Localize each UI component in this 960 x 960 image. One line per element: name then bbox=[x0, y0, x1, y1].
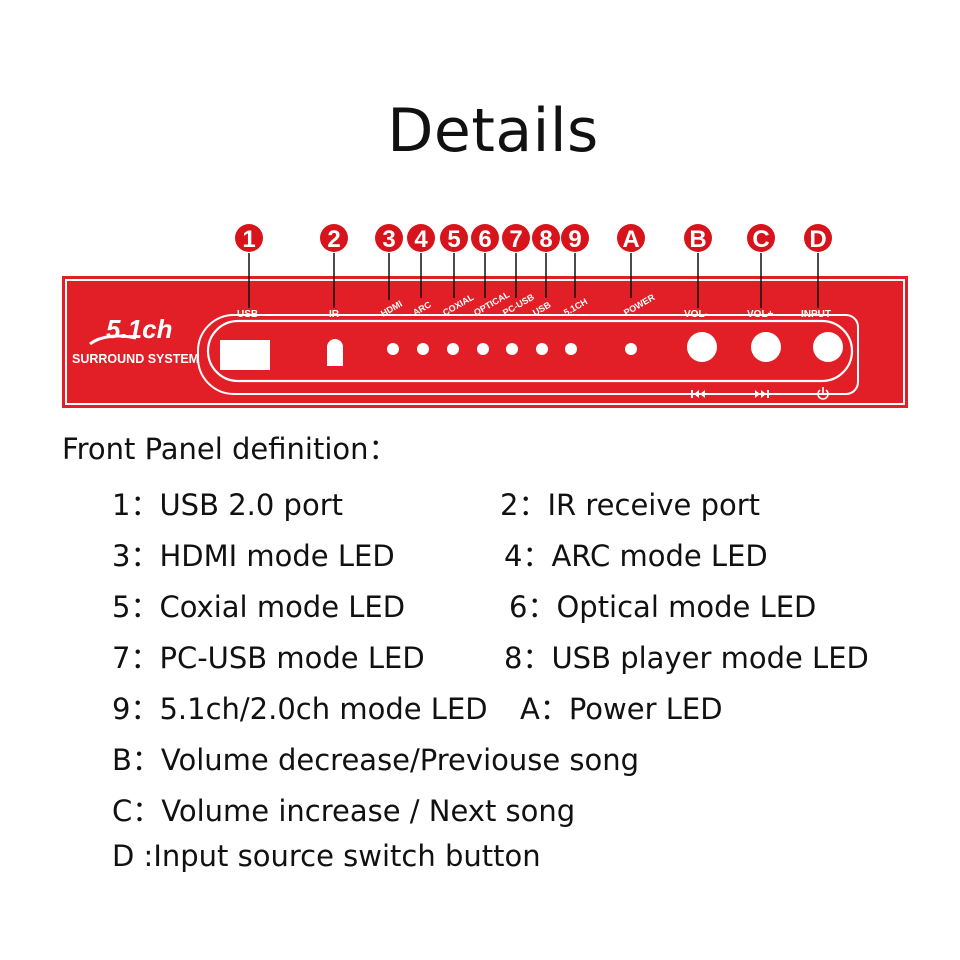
power-icon bbox=[817, 387, 829, 400]
surround-logo: 5.1ch SURROUND SYSTEM bbox=[72, 314, 199, 366]
definition-text: USB player mode LED bbox=[551, 641, 869, 675]
definition-item: 4：ARC mode LED bbox=[504, 533, 768, 575]
definition-text: Input source switch button bbox=[153, 839, 541, 873]
definition-item: 7：PC-USB mode LED bbox=[112, 635, 425, 677]
marker-circle-1 bbox=[235, 224, 263, 252]
definition-text: ARC mode LED bbox=[551, 539, 768, 573]
hdmi-led bbox=[387, 343, 399, 355]
input-button[interactable] bbox=[813, 332, 843, 362]
definition-key: 2： bbox=[500, 488, 548, 522]
marker-circle-2 bbox=[320, 224, 348, 252]
definition-item: A：Power LED bbox=[520, 686, 723, 728]
marker-label-9: 9 bbox=[568, 226, 581, 253]
definition-key: B： bbox=[112, 743, 161, 777]
label-input: INPUT bbox=[801, 309, 831, 320]
definition-item: 8：USB player mode LED bbox=[504, 635, 869, 677]
marker-label-7: 7 bbox=[509, 226, 522, 253]
definition-item: D :Input source switch button bbox=[112, 839, 541, 873]
front-panel-diagram: 5.1ch SURROUND SYSTEM USB IR HDMI ARC CO… bbox=[62, 253, 908, 408]
definition-text: 5.1ch/2.0ch mode LED bbox=[159, 692, 488, 726]
definition-key: A： bbox=[520, 692, 569, 726]
marker-circle-7 bbox=[502, 224, 530, 252]
definition-item: 2：IR receive port bbox=[500, 482, 760, 524]
usb-led bbox=[536, 343, 548, 355]
marker-circle-4 bbox=[407, 224, 435, 252]
definition-key: 8： bbox=[504, 641, 552, 675]
marker-circle-5 bbox=[440, 224, 468, 252]
label-ir: IR bbox=[329, 309, 340, 320]
definition-item: 6：Optical mode LED bbox=[509, 584, 816, 626]
marker-circle-a bbox=[617, 224, 645, 252]
definition-key: 3： bbox=[112, 539, 160, 573]
definition-key: 4： bbox=[504, 539, 552, 573]
definition-item: C：Volume increase / Next song bbox=[112, 788, 575, 830]
definition-key: 6： bbox=[509, 590, 557, 624]
definition-text: HDMI mode LED bbox=[159, 539, 395, 573]
logo-text: SURROUND SYSTEM bbox=[72, 352, 199, 366]
arc-led bbox=[417, 343, 429, 355]
definition-key: D : bbox=[112, 839, 154, 873]
marker-label-d: D bbox=[809, 226, 826, 253]
leader-lines bbox=[248, 253, 819, 308]
definition-item: 3：HDMI mode LED bbox=[112, 533, 395, 575]
mode-leds bbox=[387, 343, 637, 355]
vol-plus-button[interactable] bbox=[751, 332, 781, 362]
marker-circle-6 bbox=[471, 224, 499, 252]
definition-text: USB 2.0 port bbox=[159, 488, 343, 522]
marker-circle-b bbox=[684, 224, 712, 252]
definition-item: B：Volume decrease/Previouse song bbox=[112, 737, 639, 779]
label-vol-minus: VOL- bbox=[684, 309, 708, 320]
marker-circle-d bbox=[804, 224, 832, 252]
definition-text: Coxial mode LED bbox=[159, 590, 406, 624]
logo-mark: 5.1ch bbox=[106, 314, 173, 344]
definition-text: Optical mode LED bbox=[556, 590, 817, 624]
definition-text: PC-USB mode LED bbox=[159, 641, 425, 675]
marker-circle-c bbox=[747, 224, 775, 252]
marker-label-b: B bbox=[689, 226, 706, 253]
marker-label-c: C bbox=[752, 226, 769, 253]
control-bar bbox=[206, 319, 854, 383]
marker-label-2: 2 bbox=[327, 226, 340, 253]
power-led bbox=[625, 343, 637, 355]
definition-key: C： bbox=[112, 794, 162, 828]
definition-text: IR receive port bbox=[547, 488, 761, 522]
ir-receiver bbox=[327, 339, 343, 366]
label-vol-plus: VOL+ bbox=[747, 309, 774, 320]
definition-item: 1：USB 2.0 port bbox=[112, 482, 343, 524]
label-usb-port: USB bbox=[237, 309, 258, 320]
previous-icon bbox=[691, 390, 705, 398]
marker-label-5: 5 bbox=[447, 226, 460, 253]
page-title: Details bbox=[387, 96, 599, 166]
definition-item: 5：Coxial mode LED bbox=[112, 584, 405, 626]
pc-usb-led bbox=[506, 343, 518, 355]
definition-key: 9： bbox=[112, 692, 160, 726]
usb-port bbox=[220, 340, 270, 370]
marker-label-8: 8 bbox=[539, 226, 552, 253]
51ch-led bbox=[565, 343, 577, 355]
definition-key: 5： bbox=[112, 590, 160, 624]
marker-label-1: 1 bbox=[242, 226, 255, 253]
definition-text: Volume increase / Next song bbox=[161, 794, 576, 828]
marker-circle-9 bbox=[561, 224, 589, 252]
marker-label-a: A bbox=[622, 226, 639, 253]
marker-label-4: 4 bbox=[414, 226, 428, 253]
control-frame bbox=[197, 314, 859, 395]
definition-text: Volume decrease/Previouse song bbox=[160, 743, 640, 777]
definition-text: Power LED bbox=[568, 692, 723, 726]
marker-circle-8 bbox=[532, 224, 560, 252]
marker-circle-3 bbox=[375, 224, 403, 252]
marker-label-6: 6 bbox=[478, 226, 491, 253]
next-icon bbox=[755, 390, 769, 398]
coxial-led bbox=[447, 343, 459, 355]
vol-minus-button[interactable] bbox=[687, 332, 717, 362]
optical-led bbox=[477, 343, 489, 355]
definition-key: 7： bbox=[112, 641, 160, 675]
definition-item: 9：5.1ch/2.0ch mode LED bbox=[112, 686, 488, 728]
marker-label-3: 3 bbox=[382, 226, 395, 253]
section-title: Front Panel definition： bbox=[62, 432, 398, 466]
definition-key: 1： bbox=[112, 488, 160, 522]
